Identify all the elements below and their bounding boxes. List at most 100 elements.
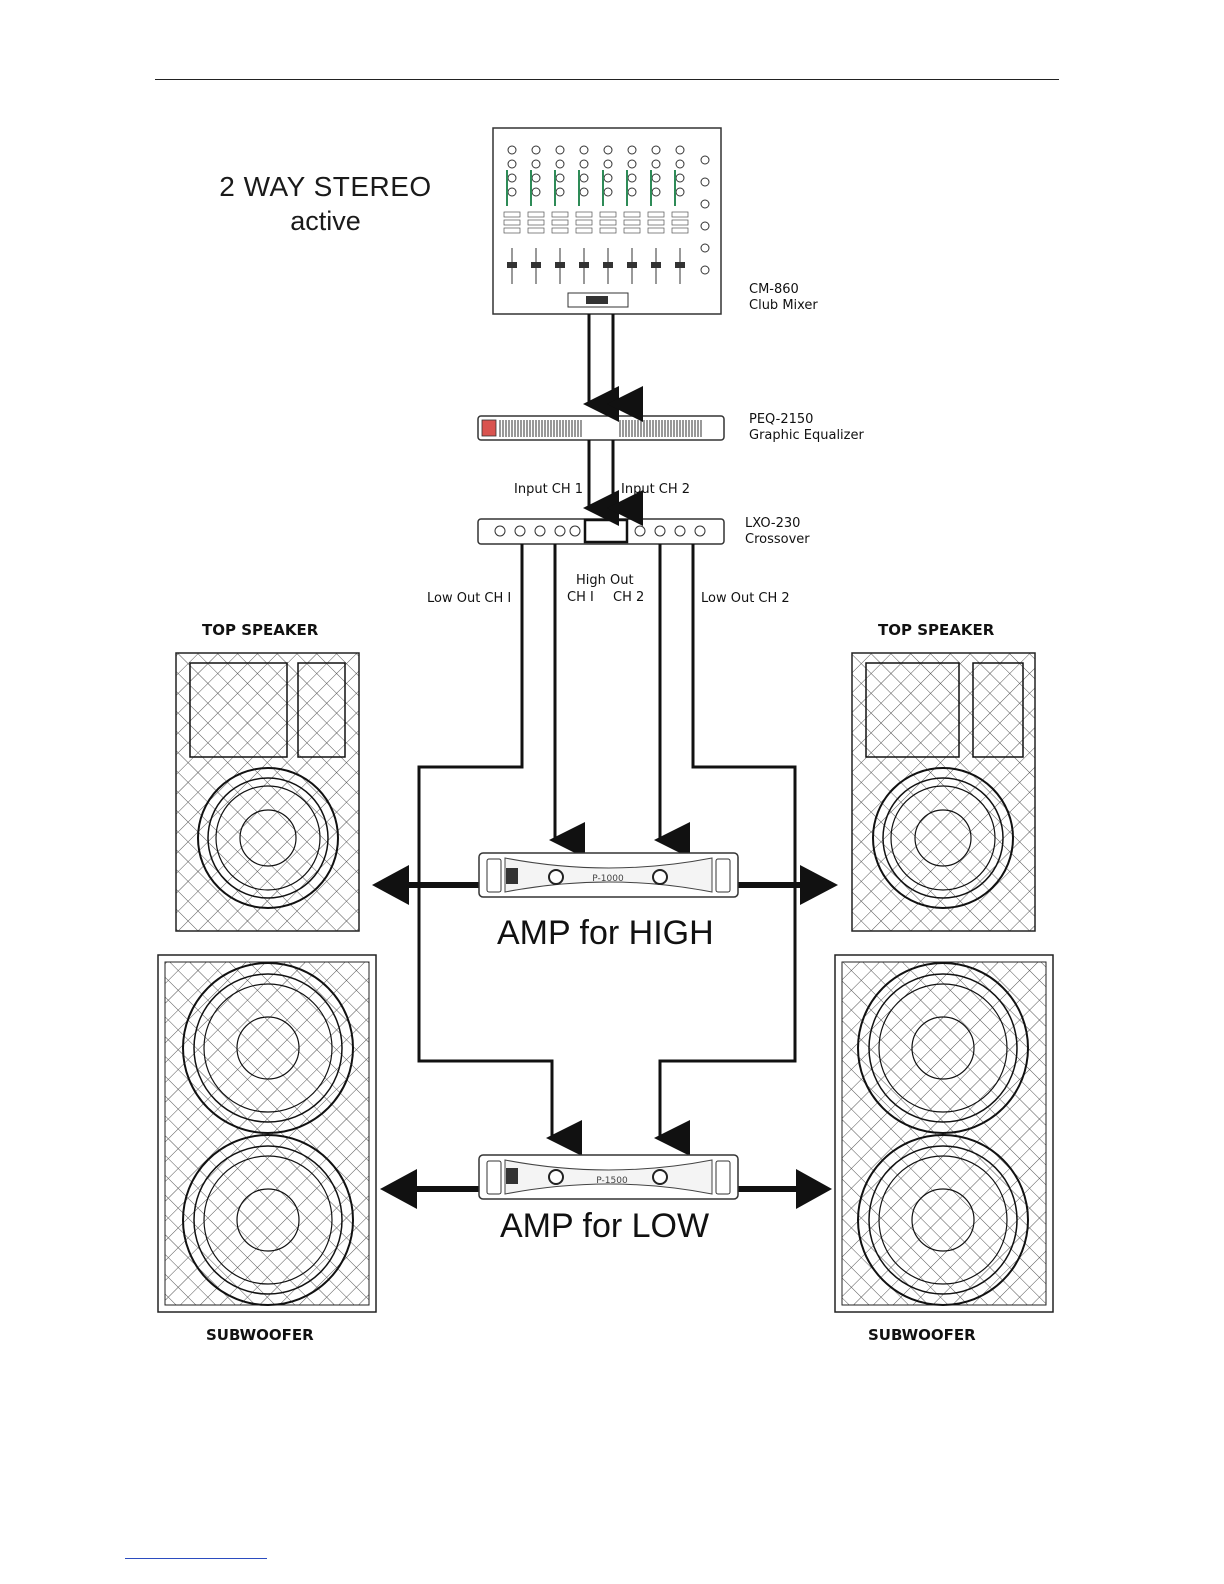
- crossover-label: LXO-230 Crossover: [745, 516, 810, 548]
- crossover-knob: [655, 526, 665, 536]
- mixer-label: CM-860 Club Mixer: [749, 282, 818, 314]
- mixer-master-knob: [701, 244, 709, 252]
- crossover-device: [478, 519, 724, 544]
- amp-low-model-text: P-1500: [596, 1176, 628, 1186]
- mixer-button: [600, 220, 616, 225]
- mixer-knob: [676, 160, 684, 168]
- mixer-fader-cap: [579, 262, 589, 268]
- mixer-knob: [676, 188, 684, 196]
- mixer-button: [600, 212, 616, 217]
- mixer-fader-cap: [603, 262, 613, 268]
- mixer-knob: [532, 188, 540, 196]
- title-line-1: 2 WAY STEREO: [218, 170, 433, 204]
- mixer-meter: [650, 170, 652, 206]
- mixer-knob: [604, 146, 612, 154]
- subwoofer-left: [158, 955, 376, 1312]
- mixer-knob: [508, 188, 516, 196]
- mixer-button: [624, 220, 640, 225]
- crossover-knob: [555, 526, 565, 536]
- mixer-meter: [578, 170, 580, 206]
- mixer-knob: [532, 174, 540, 182]
- crossover-name: Crossover: [745, 532, 810, 548]
- mixer-button: [624, 212, 640, 217]
- mixer-name: Club Mixer: [749, 298, 818, 314]
- mixer-knob: [604, 174, 612, 182]
- mixer-meter: [506, 170, 508, 206]
- crossover-model: LXO-230: [745, 516, 810, 532]
- mixer-knob: [652, 174, 660, 182]
- crossover-knob: [535, 526, 545, 536]
- mixer-meter: [674, 170, 676, 206]
- diagram-title: 2 WAY STEREO active: [218, 170, 433, 238]
- crossover-knob: [570, 526, 580, 536]
- mixer-fader-cap: [507, 262, 517, 268]
- mixer-knob: [508, 146, 516, 154]
- mixer-button: [552, 212, 568, 217]
- mixer-knob: [604, 160, 612, 168]
- mixer-knob: [676, 146, 684, 154]
- high-out-label: High Out: [576, 573, 634, 589]
- mixer-button: [576, 228, 592, 233]
- subwoofer-right: [835, 955, 1053, 1312]
- mixer-knob: [604, 188, 612, 196]
- mixer-knob: [508, 160, 516, 168]
- mixer-button: [576, 212, 592, 217]
- mixer-knob: [580, 160, 588, 168]
- mixer-button: [528, 228, 544, 233]
- mixer-button: [504, 212, 520, 217]
- mixer-master-knob: [701, 222, 709, 230]
- crossover-knob: [495, 526, 505, 536]
- top-speaker-left: [176, 653, 359, 931]
- mixer-button: [624, 228, 640, 233]
- top-speaker-left-title: TOP SPEAKER: [202, 621, 318, 639]
- mixer-button: [528, 212, 544, 217]
- mixer-meter: [554, 170, 556, 206]
- mixer-button: [552, 220, 568, 225]
- mixer-knob: [676, 174, 684, 182]
- mixer-knob: [580, 188, 588, 196]
- mixer-button: [552, 228, 568, 233]
- mixer-meter: [602, 170, 604, 206]
- mixer-master-knob: [701, 156, 709, 164]
- high-ch1-label: CH I: [567, 590, 594, 606]
- mixer-knob: [556, 160, 564, 168]
- mixer-master-knob: [701, 200, 709, 208]
- subwoofer-right-title: SUBWOOFER: [868, 1326, 976, 1344]
- mixer-button: [648, 228, 664, 233]
- subwoofer-left-title: SUBWOOFER: [206, 1326, 314, 1344]
- mixer-master-knob: [701, 178, 709, 186]
- mixer-knob: [652, 188, 660, 196]
- top-speaker-right: [852, 653, 1035, 931]
- mixer-knob: [580, 174, 588, 182]
- equalizer-name: Graphic Equalizer: [749, 428, 864, 444]
- low-out-ch1-label: Low Out CH I: [427, 591, 511, 607]
- equalizer-label: PEQ-2150 Graphic Equalizer: [749, 412, 864, 444]
- input-ch2-label: Input CH 2: [621, 482, 690, 498]
- title-line-2: active: [218, 204, 433, 238]
- crossover-knob: [635, 526, 645, 536]
- mixer-model: CM-860: [749, 282, 818, 298]
- low-out-ch2-label: Low Out CH 2: [701, 591, 790, 607]
- mixer-button: [504, 220, 520, 225]
- mixer-fader-cap: [531, 262, 541, 268]
- footer-link-rule: [125, 1558, 267, 1559]
- mixer-button: [648, 212, 664, 217]
- mixer-device: [493, 128, 721, 314]
- mixer-fader-cap: [555, 262, 565, 268]
- mixer-meter: [626, 170, 628, 206]
- equalizer-device: [478, 416, 724, 440]
- mixer-knob: [628, 146, 636, 154]
- mixer-button: [648, 220, 664, 225]
- mixer-fader-cap: [651, 262, 661, 268]
- mixer-button: [528, 220, 544, 225]
- mixer-knob: [556, 146, 564, 154]
- mixer-meter: [530, 170, 532, 206]
- mixer-master-knob: [701, 266, 709, 274]
- mixer-fader-cap: [627, 262, 637, 268]
- mixer-knob: [532, 146, 540, 154]
- mixer-knob: [556, 188, 564, 196]
- mixer-button: [672, 212, 688, 217]
- mixer-fader-cap: [675, 262, 685, 268]
